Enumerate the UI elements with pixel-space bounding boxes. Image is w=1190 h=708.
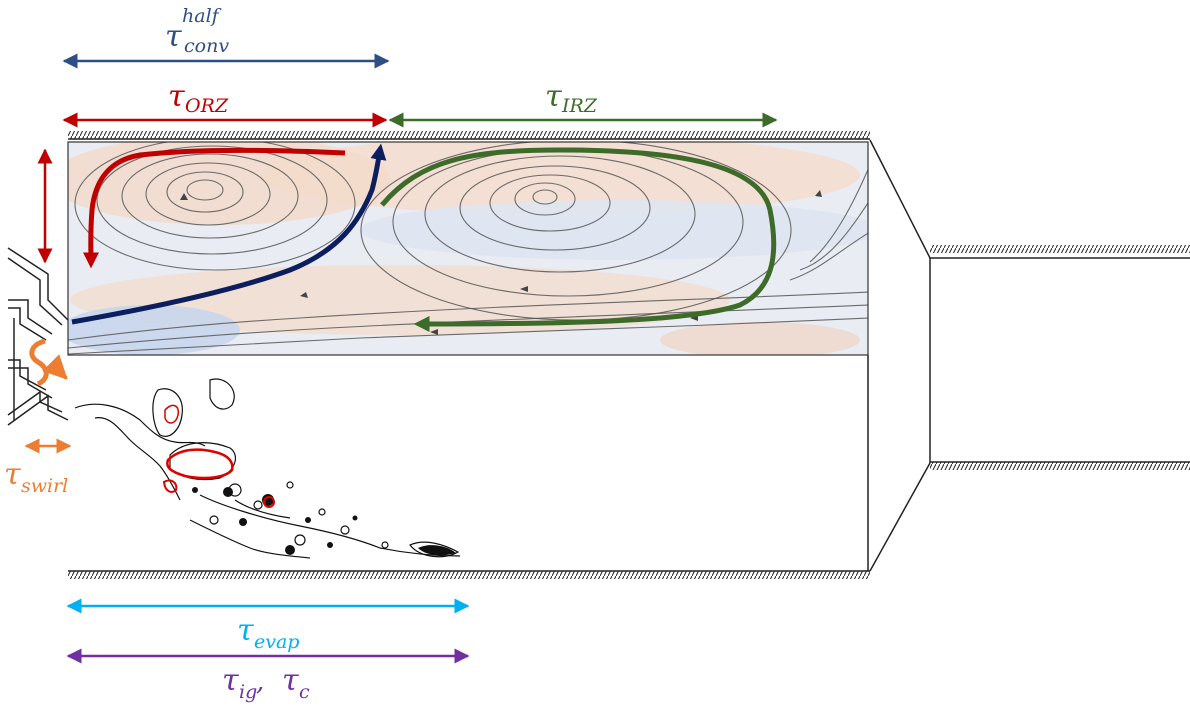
combustor-walls (68, 131, 1190, 579)
label-evap: τ evap (237, 613, 299, 653)
svg-text:τ: τ (222, 663, 239, 698)
top-wall-hatch (68, 131, 870, 139)
svg-text:,: , (256, 667, 264, 697)
irz-recirculation-arrow (380, 147, 777, 332)
svg-text:τ: τ (545, 79, 562, 114)
label-ig-c: τ ig , τ c (222, 663, 310, 703)
exit-top-hatch (930, 245, 1190, 253)
svg-text:c: c (299, 681, 310, 703)
streamline-arrowheads (180, 190, 822, 335)
swirl-arrow-icon (42, 354, 68, 380)
svg-text:ORZ: ORZ (185, 95, 229, 117)
svg-text:IRZ: IRZ (561, 95, 598, 117)
contraction-bottom (869, 462, 931, 572)
label-orz: τ ORZ (168, 79, 229, 117)
streamline-field (68, 142, 868, 355)
orz-recirculation-arrow (82, 147, 346, 269)
svg-text:conv: conv (184, 35, 229, 57)
svg-text:τ: τ (4, 457, 21, 492)
bottom-wall-hatch (68, 571, 870, 579)
svg-text:τ: τ (168, 79, 185, 114)
label-conv-half: τ half conv (165, 5, 229, 57)
label-irz: τ IRZ (545, 79, 598, 117)
ignition-kernel-contours (162, 404, 275, 508)
injector-swirler (7, 247, 69, 426)
svg-text:ig: ig (239, 681, 257, 703)
contraction-top (869, 139, 931, 259)
flame-dots (192, 487, 456, 556)
label-swirl: τ swirl (4, 457, 68, 497)
shear-layer-flow-arrow (71, 143, 387, 325)
flow-field-frame (67, 141, 869, 356)
swirl-icon (29, 338, 49, 387)
svg-text:τ: τ (237, 613, 254, 648)
svg-text:swirl: swirl (21, 475, 68, 497)
svg-text:half: half (182, 5, 222, 27)
svg-text:τ: τ (282, 663, 299, 698)
exit-bottom-hatch (930, 462, 1190, 470)
svg-text:evap: evap (254, 631, 299, 653)
spray-flame-contours (74, 378, 461, 559)
svg-text:τ: τ (165, 19, 182, 54)
orz-vortex-lines (74, 142, 356, 271)
